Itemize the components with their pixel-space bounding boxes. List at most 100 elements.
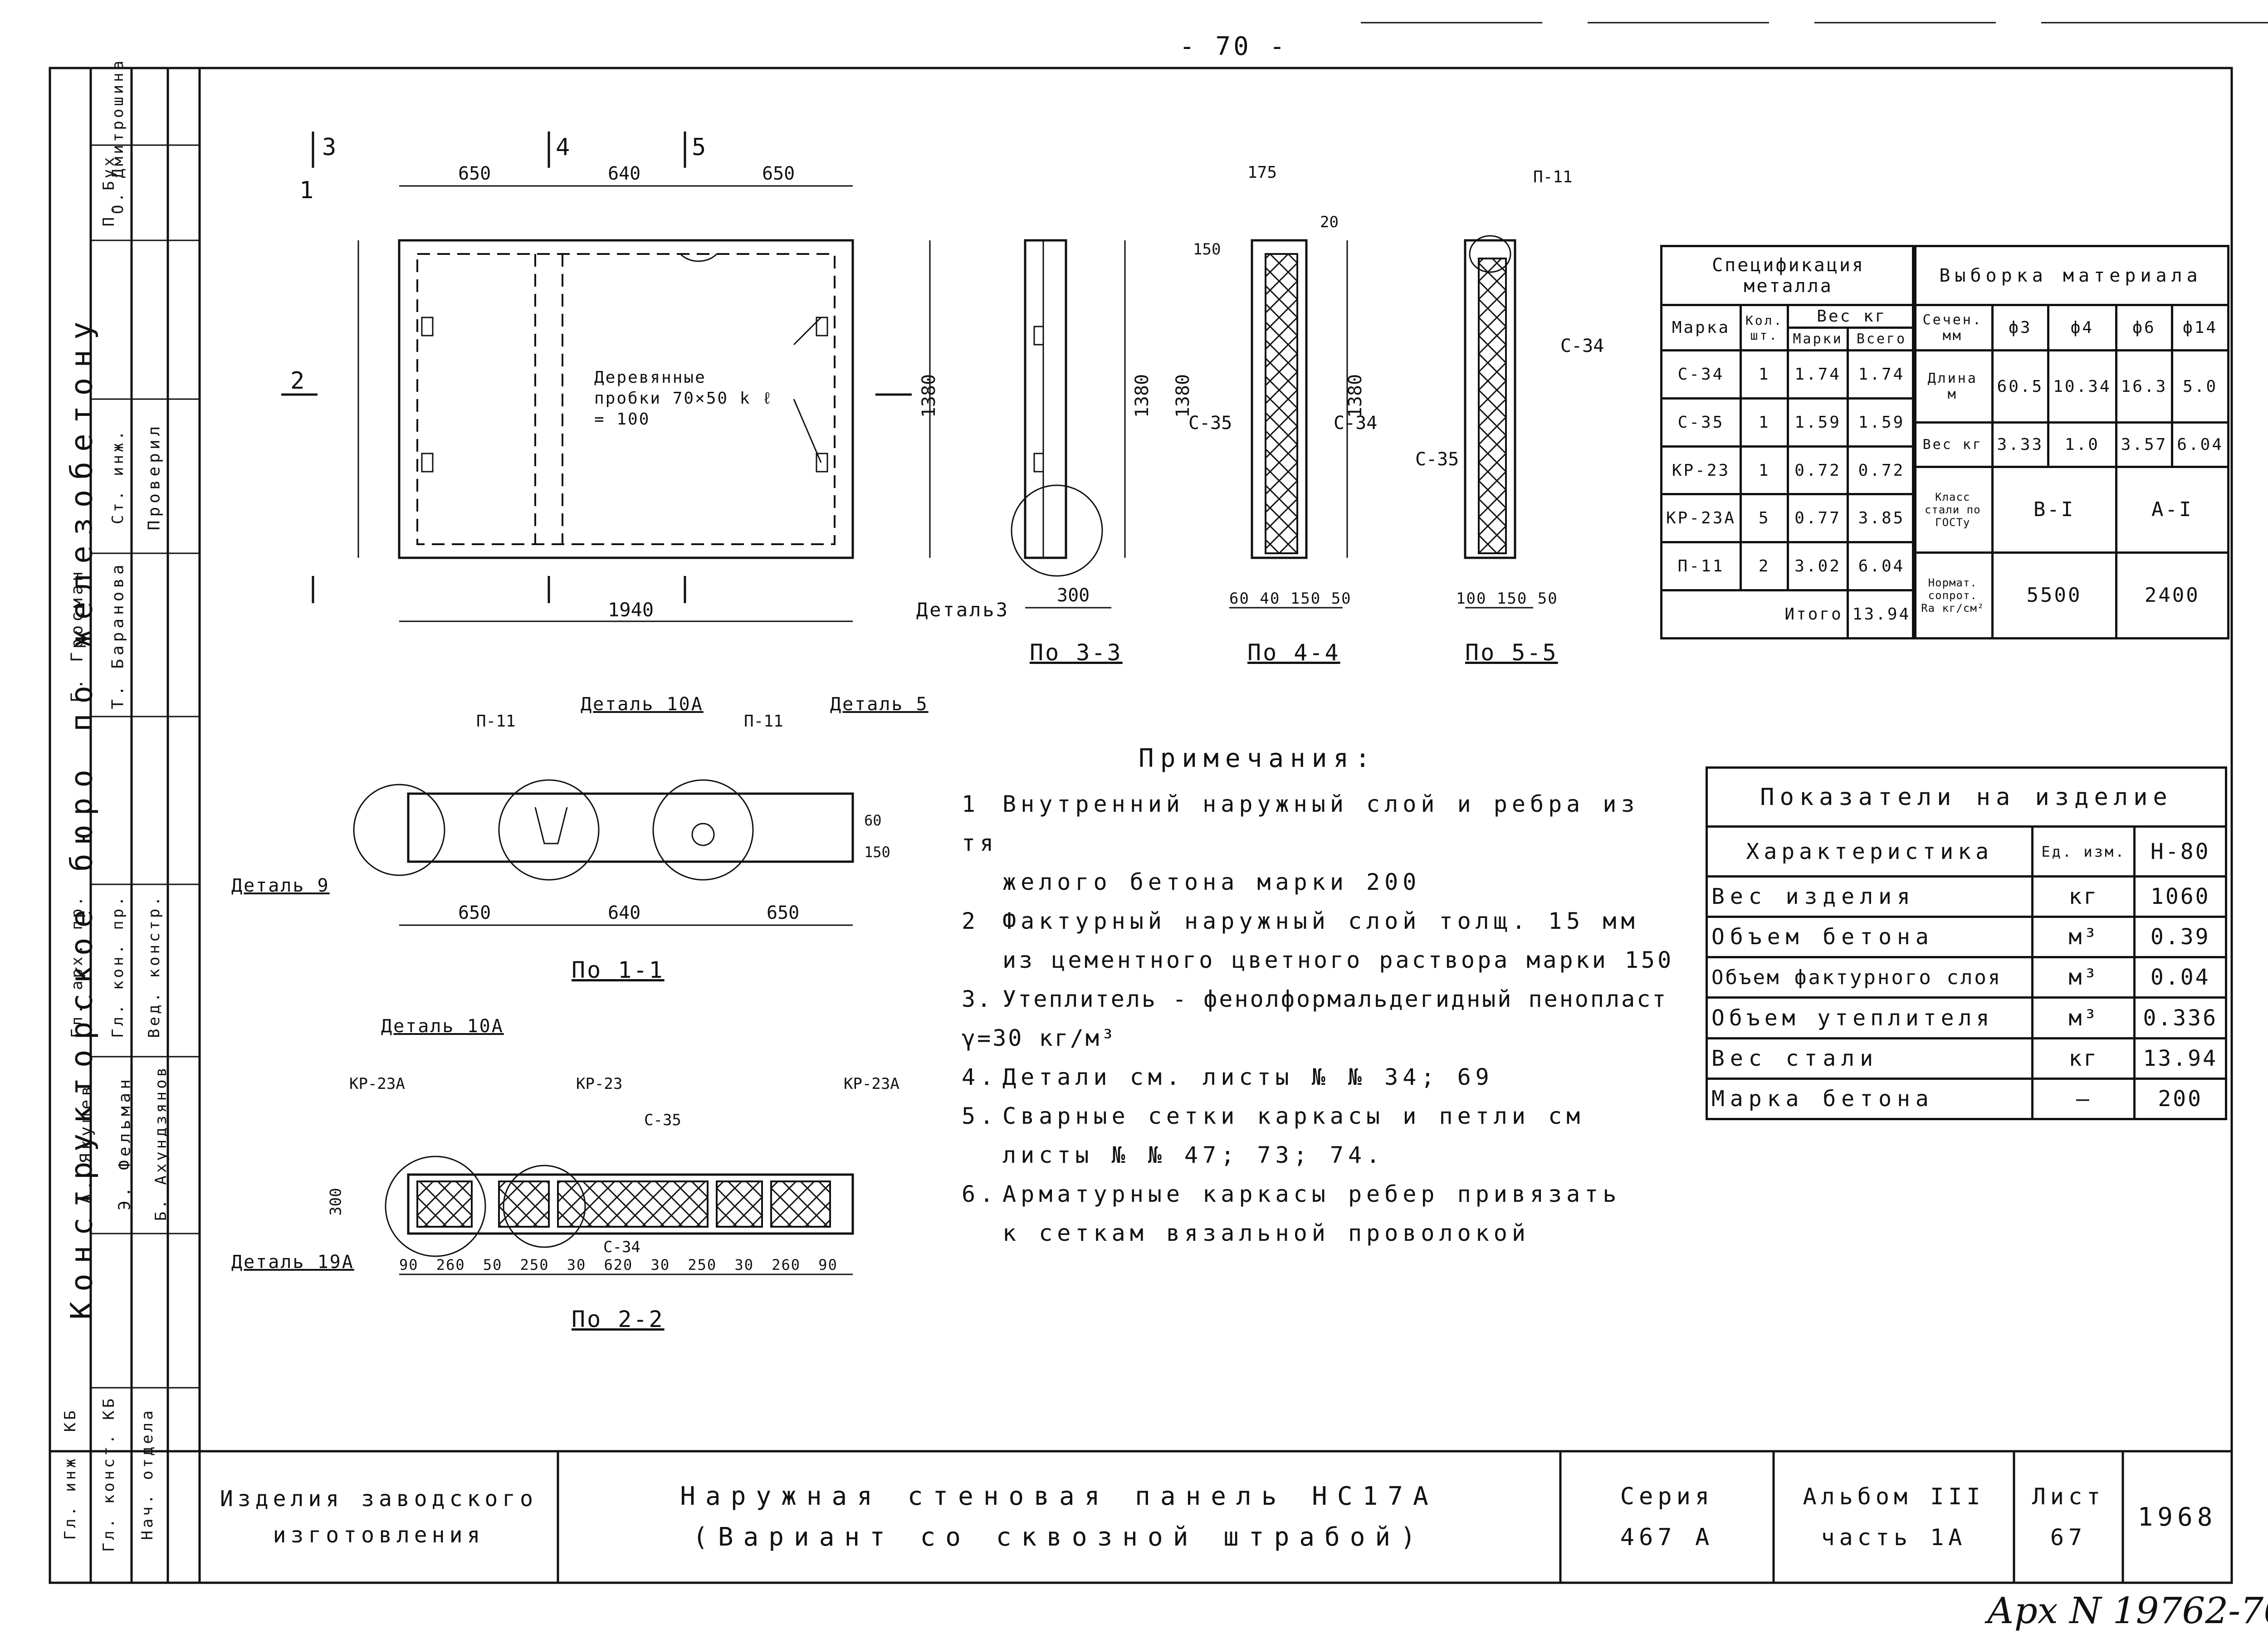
note-line: листы № № 47; 73; 74.: [1002, 1142, 1385, 1168]
section11-60: 60: [864, 812, 882, 829]
note-num: 6.: [962, 1181, 998, 1207]
spec-cell: 1.59: [1846, 397, 1917, 448]
table-row: П-11 2 3.02 6.04: [1660, 541, 1917, 592]
spec-header-mark: Марка: [1660, 304, 1742, 351]
side-stamp-name-1: А. Якушев: [77, 1082, 96, 1204]
section-2-2: [385, 1156, 854, 1275]
table-row: КР-23А 5 0.77 3.85: [1660, 493, 1917, 544]
title-block-series: Серия 467 А: [1565, 1456, 1769, 1578]
material-length-label: Длина м: [1912, 349, 1994, 424]
section33-width: 300: [1057, 585, 1090, 606]
indicator-unit: м³: [2031, 916, 2136, 959]
part-label: часть 1А: [1821, 1524, 1967, 1551]
spec-cell: С-35: [1660, 397, 1742, 448]
table-row: Объем утеплителя м³ 0.336: [1705, 996, 2227, 1039]
material-resist-b1: 5500: [1991, 551, 2117, 640]
material-class-a1: А-I: [2115, 465, 2230, 554]
section11-p11-b: П-11: [744, 712, 783, 731]
material-table: Выборка материала Сечен. мм ф3 ф4 ф6 ф14…: [1912, 245, 2230, 640]
detail3-label: Деталь3: [916, 599, 1010, 621]
section11-dim-2: 640: [608, 902, 641, 923]
spec-cell: С-34: [1660, 349, 1742, 400]
section44-175: 175: [1247, 163, 1277, 182]
material-diam: ф4: [2047, 304, 2117, 351]
spec-cell: 3.02: [1787, 541, 1849, 592]
side-stamp-org-title: Конструкторское бюро по железобетону: [64, 312, 99, 1320]
note-line: Внутренний наружный слой и ребра из тя: [962, 791, 1639, 856]
section-mark-2: 2: [290, 367, 305, 395]
table-row: Объем фактурного слоя м³ 0.04: [1705, 956, 2227, 999]
title-block-year: 1968: [2127, 1456, 2227, 1578]
series-label: Серия: [1620, 1483, 1714, 1510]
side-stamp-name-10: П. Бух: [100, 154, 118, 227]
section-4-4: [1229, 239, 1348, 609]
indicator-name: Вес стали: [1705, 1037, 2034, 1080]
note-line: Арматурные каркасы ребер привязать: [1002, 1181, 1621, 1207]
note-line: Фактурный наружный слой толщ. 15 мм: [1002, 908, 1639, 934]
table-row: КР-23 1 0.72 0.72: [1660, 445, 1917, 496]
spec-total-value: 13.94: [1846, 589, 1917, 639]
section44-height: 1380: [1173, 374, 1194, 418]
spec-cell: 1: [1740, 445, 1789, 496]
spec-header-qty: Кол. шт.: [1740, 304, 1789, 351]
indicator-unit: кг: [2031, 1037, 2136, 1080]
table-row: Итого 13.94: [1660, 589, 1917, 639]
facade-dim-right: 1380: [919, 374, 940, 418]
note-item-cont: листы № № 47; 73; 74.: [962, 1136, 1687, 1175]
side-stamp-role-5: Гл. кон. пр.: [109, 894, 127, 1038]
archive-number: Арх N 19762-70: [1987, 1590, 2268, 1632]
indicators-table: Показатели на изделие Характеристика Ед.…: [1705, 766, 2227, 1121]
title-block-sheet: Лист 67: [2019, 1456, 2118, 1578]
plugs-note: Деревянные пробки 70×50 k ℓ = 100: [594, 368, 773, 429]
material-weight-label: Вес кг: [1912, 421, 1994, 468]
section55-c34: С-34: [1560, 336, 1604, 356]
note-line: Детали см. листы № № 34; 69: [1002, 1064, 1494, 1090]
spec-cell: 0.72: [1846, 445, 1917, 496]
indicator-name: Объем утеплителя: [1705, 996, 2034, 1039]
side-stamp-name-5: Т. Баранова: [108, 561, 127, 709]
indicator-name: Вес изделия: [1705, 875, 2034, 918]
album-label: Альбом III: [1803, 1483, 1985, 1510]
spec-cell: 3.85: [1846, 493, 1917, 544]
indicator-unit: кг: [2031, 875, 2136, 918]
section-mark-5-top: 5: [692, 134, 706, 161]
section-mark-3-top: 3: [322, 134, 337, 161]
section22-c34: С-34: [603, 1238, 640, 1256]
facade-dim-top-3: 650: [762, 163, 795, 184]
material-class-label: Класс стали по ГОСТу: [1912, 465, 1994, 554]
indicator-name: Объем фактурного слоя: [1705, 956, 2034, 999]
side-stamp-role-7: Ст. инж.: [109, 428, 127, 524]
side-stamp-grid: [89, 68, 200, 1583]
note-item-cont: к сеткам вязальной проволокой: [962, 1214, 1687, 1253]
spec-subheader-total: Всего: [1846, 327, 1917, 351]
page-number: - 70 -: [1179, 32, 1288, 61]
section-3-3: [1011, 239, 1126, 609]
section11-detail10a: Деталь 10А: [581, 694, 704, 715]
spec-cell: 0.72: [1787, 445, 1849, 496]
section11-detail5: Деталь 5: [830, 694, 929, 715]
note-item-cont: из цементного цветного раствора марки 15…: [962, 941, 1687, 980]
note-item: 5.Сварные сетки каркасы и петли см: [962, 1097, 1687, 1136]
facade-dim-bottom: 1940: [608, 599, 654, 621]
spec-total-label: Итого: [1660, 589, 1849, 639]
table-row: С-35 1 1.59 1.59: [1660, 397, 1917, 448]
material-diam: ф6: [2115, 304, 2174, 351]
section22-kp23a-a: КР-23А: [349, 1075, 405, 1093]
spec-cell: 2: [1740, 541, 1789, 592]
side-stamp-name-2: Э. Фельман: [115, 1076, 134, 1210]
side-stamp-role-3: Нач. отдела: [138, 1408, 156, 1540]
note-num: 5.: [962, 1103, 998, 1129]
spec-cell: 1: [1740, 397, 1789, 448]
section22-dims: 90 260 50 250 30 620 30 250 30 260 90: [399, 1256, 838, 1273]
material-cell: 1.0: [2047, 421, 2117, 468]
indicator-value: 0.336: [2133, 996, 2227, 1039]
spec-cell: 6.04: [1846, 541, 1917, 592]
note-item: 3.Утеплитель - фенолформальдегидный пено…: [962, 980, 1687, 1058]
title-block-album: Альбом III часть 1А: [1778, 1456, 2009, 1578]
indicators-header-value: Н-80: [2133, 825, 2227, 878]
section11-p11-a: П-11: [476, 712, 516, 731]
material-resist-label: Нормат. сопрот. Ra кг/см²: [1912, 551, 1994, 640]
section44-150: 150: [1193, 240, 1221, 259]
section22-c35: С-35: [644, 1111, 681, 1129]
